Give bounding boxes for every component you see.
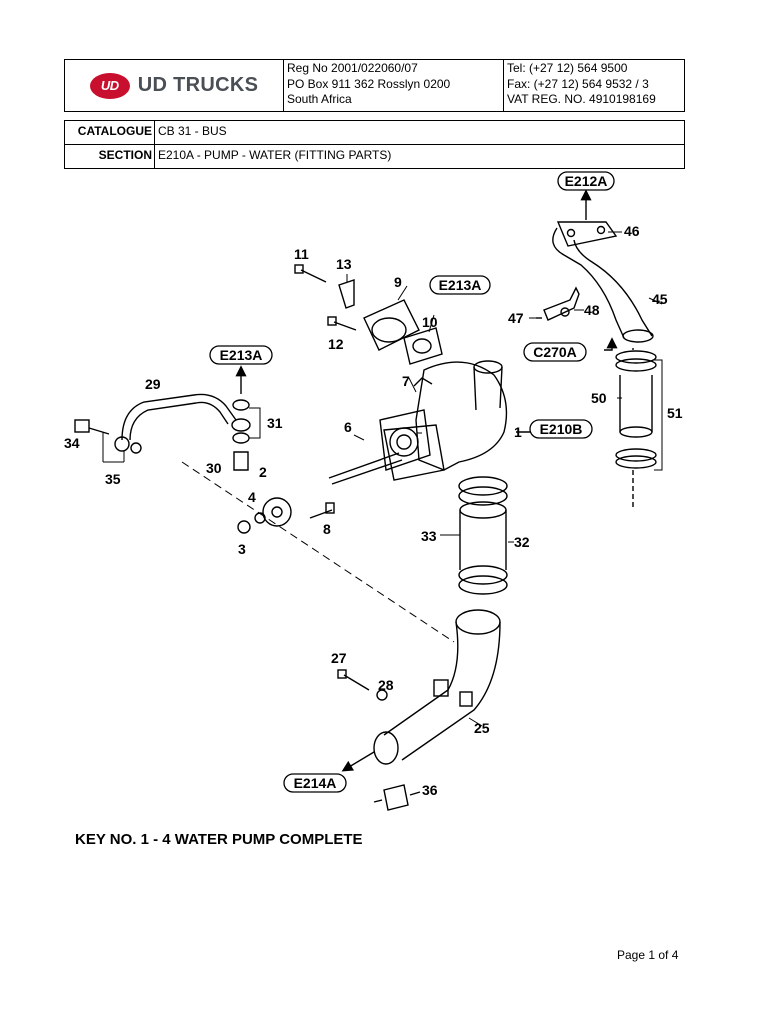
callout-29: 29: [145, 376, 161, 392]
e214a-box: [283, 773, 347, 793]
e213a-left-box: [209, 345, 273, 365]
callout-12: 12: [328, 336, 344, 352]
callout-28: 28: [378, 677, 394, 693]
logo-oval: UD: [89, 72, 130, 99]
e213a-left-label: E213A: [220, 347, 263, 363]
logo-text: UD TRUCKS: [137, 74, 259, 96]
registration-cell: Reg No 2001/022060/07 PO Box 911 362 Ros…: [284, 60, 504, 111]
callout-7: 7: [402, 373, 410, 389]
callout-25: 25: [474, 720, 490, 736]
e212a-box: [557, 171, 615, 191]
telephone: Tel: (+27 12) 564 9500: [507, 61, 628, 75]
callout-1: 1: [514, 424, 522, 440]
part-callouts: 1 2 3 4 6 7 8 9 10 11 12 13 25 27 28 29 …: [64, 223, 683, 798]
callout-10: 10: [422, 314, 438, 330]
callout-36: 36: [422, 782, 438, 798]
catalogue-label: CATALOGUE: [65, 121, 155, 144]
callout-30: 30: [206, 460, 222, 476]
callout-47: 47: [508, 310, 524, 326]
e210b-box: [529, 419, 593, 439]
callout-48: 48: [584, 302, 600, 318]
alignment-line: [181, 461, 455, 643]
callout-50: 50: [591, 390, 607, 406]
small-bolts-part: [294, 264, 357, 331]
contact-cell: Tel: (+27 12) 564 9500 Fax: (+27 12) 564…: [504, 60, 684, 111]
callout-9: 9: [394, 274, 402, 290]
vat-number: VAT REG. NO. 4910198169: [507, 92, 656, 106]
pump-shaft-part: [328, 424, 445, 485]
callout-34: 34: [64, 435, 80, 451]
key-note: KEY NO. 1 - 4 WATER PUMP COMPLETE: [75, 831, 363, 848]
thermostat-housing-part: [363, 299, 443, 365]
section-label: SECTION: [65, 145, 155, 168]
e212a-label: E212A: [565, 173, 608, 189]
callout-45: 45: [652, 291, 668, 307]
callout-leaders: [102, 231, 663, 727]
hose-32-part: [458, 476, 508, 595]
callout-51: 51: [667, 405, 683, 421]
callout-35: 35: [105, 471, 121, 487]
callout-8: 8: [323, 521, 331, 537]
catalogue-table: CATALOGUE CB 31 - BUS SECTION E210A - PU…: [64, 120, 685, 169]
callout-2: 2: [259, 464, 267, 480]
callout-3: 3: [238, 541, 246, 557]
e213a-top-label: E213A: [439, 277, 482, 293]
outlet-pipe-part: [552, 189, 654, 343]
catalogue-row: CATALOGUE CB 31 - BUS: [65, 121, 684, 144]
c270a-label: C270A: [533, 344, 577, 360]
page-indicator: Page 1 of 4: [617, 948, 679, 962]
fax: Fax: (+27 12) 564 9532 / 3: [507, 76, 649, 91]
elbow-pipe-part: [341, 609, 501, 772]
hose-50-part: [604, 337, 657, 510]
section-value: E210A - PUMP - WATER (FITTING PARTS): [158, 148, 392, 162]
pulley-gear-part: [237, 497, 292, 534]
logo-mark: UD: [100, 78, 119, 93]
reg-number: Reg No 2001/022060/07: [287, 61, 418, 75]
callout-32: 32: [514, 534, 530, 550]
country: South Africa: [287, 92, 352, 106]
callout-46: 46: [624, 223, 640, 239]
callout-4: 4: [248, 489, 256, 505]
e213a-top-box: [429, 275, 491, 295]
bolt-27-part: [337, 669, 388, 701]
company-header: UD UD TRUCKS Reg No 2001/022060/07 PO Bo…: [64, 59, 685, 112]
reference-boxes: E212A E213A E213A C270A E210B E214A: [209, 171, 615, 793]
po-box: PO Box 911 362 Rosslyn 0200: [287, 76, 451, 91]
e214a-label: E214A: [294, 775, 337, 791]
c270a-box: [523, 342, 587, 362]
drain-cock-part: [373, 784, 421, 811]
catalogue-value: CB 31 - BUS: [158, 124, 227, 138]
exploded-parts-diagram: E212A E213A E213A C270A E210B E214A 1 2 …: [64, 171, 683, 848]
logo-cell: UD UD TRUCKS: [65, 60, 284, 111]
callout-33: 33: [421, 528, 437, 544]
e210b-label: E210B: [540, 421, 583, 437]
bypass-pipe-part: [74, 365, 251, 471]
callout-13: 13: [336, 256, 352, 272]
section-row: SECTION E210A - PUMP - WATER (FITTING PA…: [65, 144, 684, 168]
ud-trucks-logo: UD UD TRUCKS: [89, 72, 259, 99]
callout-11: 11: [294, 246, 309, 262]
callout-31: 31: [267, 415, 283, 431]
callout-6: 6: [344, 419, 352, 435]
bolt-8-part: [309, 502, 335, 519]
callout-27: 27: [331, 650, 347, 666]
bracket-part: [536, 286, 580, 321]
